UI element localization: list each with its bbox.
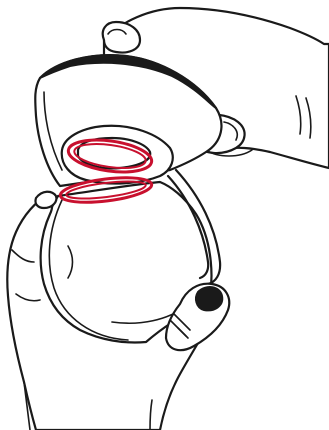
bottom-hand-thumbnail bbox=[196, 287, 222, 310]
bottom-hand-fingertip bbox=[35, 192, 56, 208]
